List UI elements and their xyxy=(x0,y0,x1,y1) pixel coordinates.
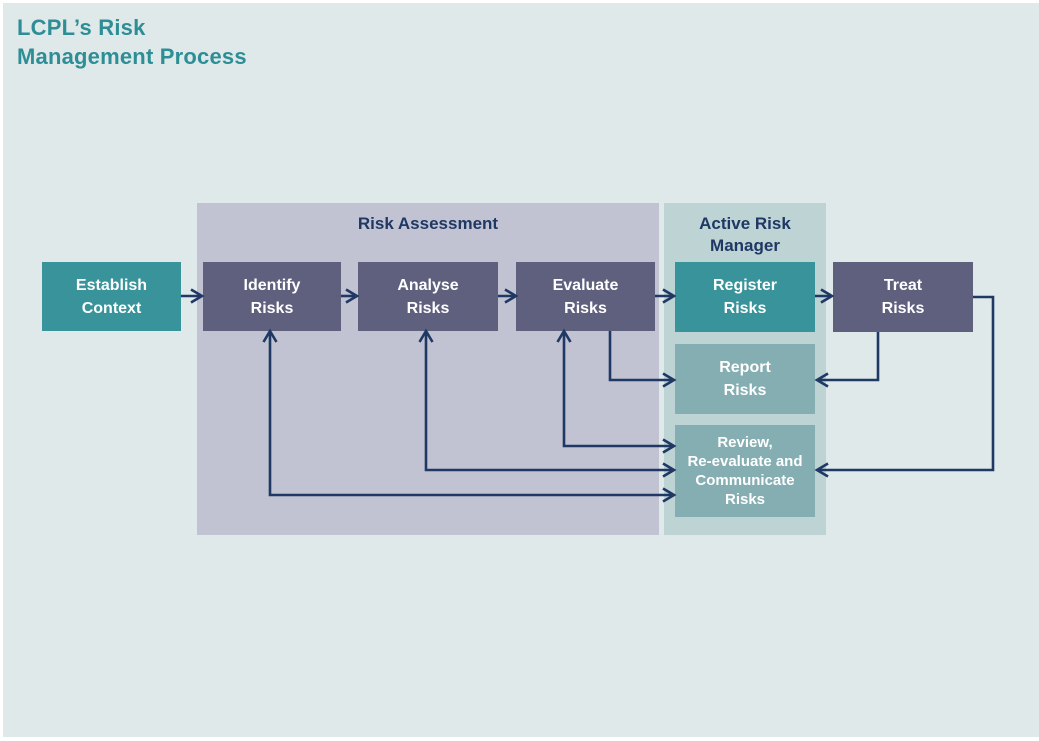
node-treat-risks: Treat Risks xyxy=(833,262,973,332)
page-title-line-2: Management Process xyxy=(17,44,247,69)
node-register-risks: Register Risks xyxy=(675,262,815,332)
node-label-line: Evaluate xyxy=(552,276,619,294)
node-label-line: Report xyxy=(719,359,771,376)
group-heading-line: Manager xyxy=(710,236,780,255)
node-identify-risks: Identify Risks xyxy=(203,262,341,331)
node-label-line: Establish xyxy=(75,276,148,294)
page-title-line-1: LCPL’s Risk xyxy=(17,15,146,40)
node-label-line: Context xyxy=(81,299,142,317)
node-label-line: Re-evaluate and xyxy=(687,453,803,470)
node-label-line: Risks xyxy=(881,300,925,317)
node-label-line: Risks xyxy=(250,299,294,317)
node-label-line: Risks xyxy=(406,299,450,317)
node-label-line: Treat xyxy=(883,277,923,294)
node-establish-context: Establish Context xyxy=(42,262,181,331)
node-label-line: Risks xyxy=(564,299,607,317)
node-label-line: Risks xyxy=(723,300,767,317)
group-risk-assessment: Risk Assessment xyxy=(197,203,659,535)
node-label-line: Review, xyxy=(717,434,773,451)
node-label-line: Register xyxy=(712,277,778,294)
node-label-line: Communicate xyxy=(695,472,795,489)
node-analyse-risks: Analyse Risks xyxy=(358,262,498,331)
node-label-line: Risks xyxy=(723,382,767,399)
node-review-reevaluate-communicate-risks: Review, Re-evaluate and Communicate Risk… xyxy=(675,425,815,517)
group-heading-line: Risk Assessment xyxy=(357,214,499,233)
group-active-risk-manager-heading: Active Risk Manager xyxy=(664,203,826,257)
page-title: LCPL’s Risk Management Process xyxy=(17,13,247,71)
group-heading-line: Active Risk xyxy=(699,214,791,233)
node-label-line: Risks xyxy=(724,491,766,508)
group-risk-assessment-heading: Risk Assessment xyxy=(197,203,659,235)
node-evaluate-risks: Evaluate Risks xyxy=(516,262,655,331)
node-report-risks: Report Risks xyxy=(675,344,815,414)
node-label-line: Analyse xyxy=(397,276,459,294)
node-label-line: Identify xyxy=(243,276,301,294)
